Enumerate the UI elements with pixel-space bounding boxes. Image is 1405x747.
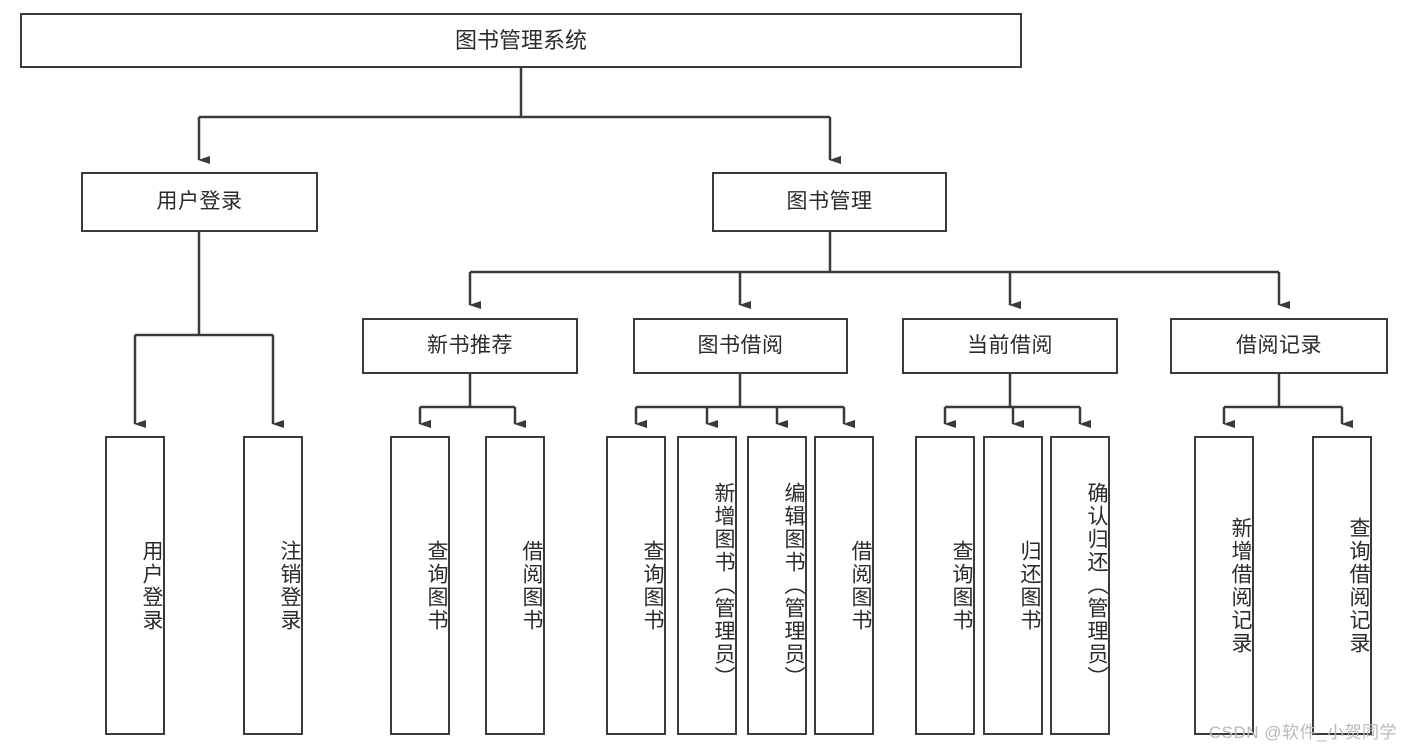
leaf-new-book-query[interactable]: 查询图书: [390, 436, 450, 735]
leaf-book-borrow-add[interactable]: 新增图书（管理员）: [677, 436, 737, 735]
leaf-borrow-record-add[interactable]: 新增借阅记录: [1194, 436, 1254, 735]
leaf-label: 借阅图书: [520, 539, 543, 632]
csdn-watermark: CSDN @软件_小贺同学: [1208, 723, 1397, 742]
node-book-management[interactable]: 图书管理: [712, 172, 947, 232]
leaf-label: 注销登录: [278, 539, 301, 632]
leaf-user-login-login[interactable]: 用户登录: [105, 436, 165, 735]
leaf-label: 查询图书: [425, 539, 448, 632]
leaf-label: 新增图书（管理员）: [712, 482, 735, 689]
node-root[interactable]: 图书管理系统: [20, 13, 1022, 68]
leaf-label: 查询图书: [950, 539, 973, 632]
leaf-book-borrow-edit[interactable]: 编辑图书（管理员）: [747, 436, 807, 735]
node-borrow-record[interactable]: 借阅记录: [1170, 318, 1388, 374]
leaf-label: 新增借阅记录: [1229, 516, 1252, 655]
leaf-book-borrow-query[interactable]: 查询图书: [606, 436, 666, 735]
leaf-label: 确认归还（管理员）: [1085, 482, 1108, 689]
node-user-login[interactable]: 用户登录: [81, 172, 318, 232]
leaf-label: 用户登录: [140, 539, 163, 632]
leaf-label: 编辑图书（管理员）: [782, 482, 805, 689]
node-book-borrow[interactable]: 图书借阅: [633, 318, 848, 374]
leaf-borrow-record-query[interactable]: 查询借阅记录: [1312, 436, 1372, 735]
leaf-current-borrow-return[interactable]: 归还图书: [983, 436, 1043, 735]
node-current-borrow[interactable]: 当前借阅: [902, 318, 1118, 374]
leaf-current-borrow-confirm[interactable]: 确认归还（管理员）: [1050, 436, 1110, 735]
leaf-new-book-borrow[interactable]: 借阅图书: [485, 436, 545, 735]
leaf-user-login-logout[interactable]: 注销登录: [243, 436, 303, 735]
leaf-label: 归还图书: [1018, 539, 1041, 632]
leaf-label: 借阅图书: [849, 539, 872, 632]
leaf-book-borrow-borrow[interactable]: 借阅图书: [814, 436, 874, 735]
node-new-book-recommend[interactable]: 新书推荐: [362, 318, 578, 374]
leaf-label: 查询图书: [641, 539, 664, 632]
leaf-label: 查询借阅记录: [1347, 516, 1370, 655]
leaf-current-borrow-query[interactable]: 查询图书: [915, 436, 975, 735]
